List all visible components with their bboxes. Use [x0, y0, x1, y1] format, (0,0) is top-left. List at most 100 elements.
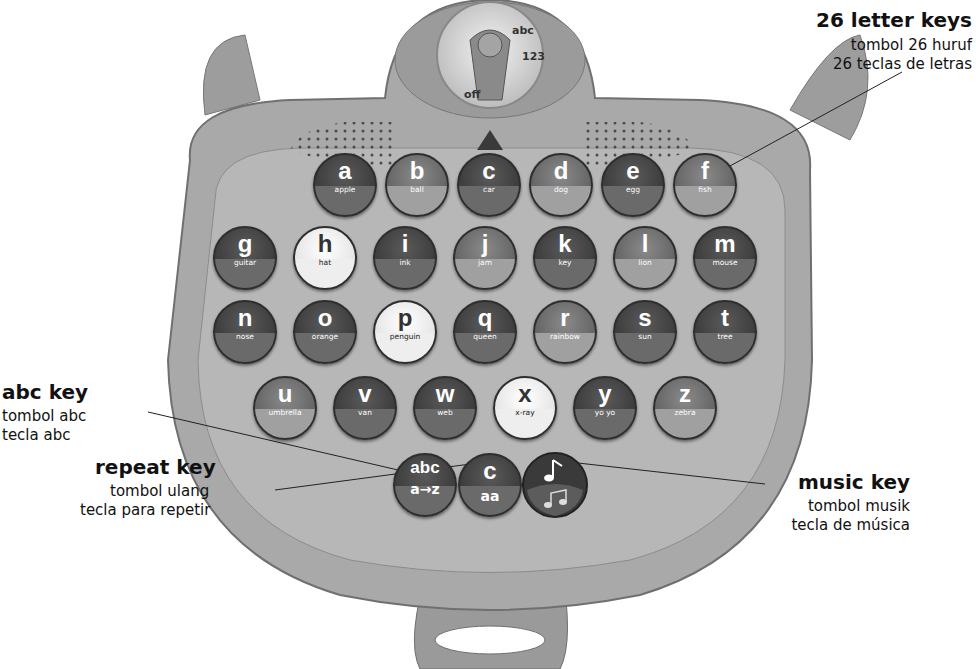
callout-translation: tombol 26 huruf	[740, 36, 972, 54]
letter-key: b ball	[385, 153, 449, 217]
key-letter: z	[679, 382, 691, 406]
key-letter: j	[482, 232, 489, 256]
key-word: yo yo	[595, 409, 615, 417]
key-word: car	[483, 186, 495, 194]
key-word: fish	[698, 186, 711, 194]
key-word: guitar	[234, 259, 256, 267]
key-word: hat	[319, 259, 331, 267]
key-word: ball	[410, 186, 424, 194]
callout-heading: 26 letter keys	[740, 8, 972, 32]
callout-translation: tombol ulang	[110, 482, 310, 500]
letter-key: n nose	[213, 300, 277, 364]
leader-line	[708, 72, 902, 178]
dial-label: abc	[512, 24, 552, 37]
key-letter: c	[483, 459, 496, 483]
key-word: orange	[312, 333, 338, 341]
key-letter: q	[478, 306, 493, 330]
letter-key: x x-ray	[493, 376, 557, 440]
key-letter: w	[436, 382, 455, 406]
key-letter: k	[558, 232, 571, 256]
key-letter: c	[482, 159, 495, 183]
letter-key: j jam	[453, 226, 517, 290]
key-letter: b	[410, 159, 425, 183]
key-tray	[198, 148, 785, 573]
key-letter: e	[626, 159, 639, 183]
side-tab	[203, 35, 260, 115]
key-word: jam	[478, 259, 492, 267]
dial-housing	[395, 2, 585, 118]
letter-key: a apple	[313, 153, 377, 217]
music-key	[523, 453, 587, 517]
callout-translation: tombol abc	[2, 407, 202, 425]
leader-line	[578, 463, 765, 484]
key-word: web	[437, 409, 453, 417]
repeat-key: c aa	[458, 453, 522, 517]
callout-translation: tecla para repetir	[80, 501, 300, 519]
letter-key: z zebra	[653, 376, 717, 440]
key-letter: a	[338, 159, 351, 183]
key-letter: g	[238, 232, 253, 256]
letter-key: v van	[333, 376, 397, 440]
key-letter: abc	[410, 459, 439, 476]
key-word: zebra	[675, 409, 696, 417]
key-word: van	[358, 409, 372, 417]
key-letter: d	[554, 159, 569, 183]
key-letter: n	[238, 306, 253, 330]
letter-key: i ink	[373, 226, 437, 290]
key-letter: x	[518, 382, 531, 406]
logo	[477, 130, 503, 150]
letter-key: f fish	[673, 153, 737, 217]
letter-key: g guitar	[213, 226, 277, 290]
key-word: mouse	[712, 259, 737, 267]
handle-hole	[435, 626, 545, 654]
key-letter: r	[560, 306, 569, 330]
letter-key: w web	[413, 376, 477, 440]
key-word: rainbow	[550, 333, 580, 341]
key-word: sun	[638, 333, 651, 341]
key-letter: t	[721, 306, 729, 330]
key-word: egg	[626, 186, 640, 194]
key-letter: y	[598, 382, 611, 406]
dial-label: 123	[522, 50, 562, 63]
key-letter: s	[638, 306, 651, 330]
dial-knob-cap	[478, 33, 502, 57]
callout-translation: 26 teclas de letras	[740, 55, 972, 73]
key-letter: i	[402, 232, 409, 256]
key-word: ink	[399, 259, 410, 267]
letter-key: m mouse	[693, 226, 757, 290]
key-word: aa	[481, 489, 500, 503]
letter-key: uumbrella	[253, 376, 317, 440]
key-word: dog	[554, 186, 568, 194]
key-word: a→z	[410, 482, 439, 496]
letter-key: k key	[533, 226, 597, 290]
callout-translation: tecla de música	[700, 516, 910, 534]
letter-key: e egg	[601, 153, 665, 217]
key-letter: u	[278, 382, 293, 406]
callout-heading: abc key	[2, 380, 202, 404]
letter-key: s sun	[613, 300, 677, 364]
key-word: queen	[473, 333, 497, 341]
key-letter: m	[714, 232, 735, 256]
key-word: apple	[335, 186, 356, 194]
key-word: tree	[717, 333, 732, 341]
key-word: nose	[236, 333, 254, 341]
key-letter: l	[642, 232, 649, 256]
letter-key: y yo yo	[573, 376, 637, 440]
letter-key: o orange	[293, 300, 357, 364]
key-word: key	[558, 259, 571, 267]
key-word: lion	[638, 259, 652, 267]
letter-key: c car	[457, 153, 521, 217]
key-letter: h	[318, 232, 333, 256]
key-letter: p	[398, 306, 413, 330]
key-letter: f	[701, 159, 709, 183]
key-word: penguin	[390, 333, 420, 341]
key-letter: o	[318, 306, 333, 330]
callout-translation: tecla abc	[2, 426, 202, 444]
dial-label: off	[464, 88, 504, 101]
key-letter: v	[358, 382, 371, 406]
letter-key: d dog	[529, 153, 593, 217]
key-word: x-ray	[515, 409, 534, 417]
callout-heading: music key	[700, 470, 910, 494]
letter-key: t tree	[693, 300, 757, 364]
letter-key: r rainbow	[533, 300, 597, 364]
